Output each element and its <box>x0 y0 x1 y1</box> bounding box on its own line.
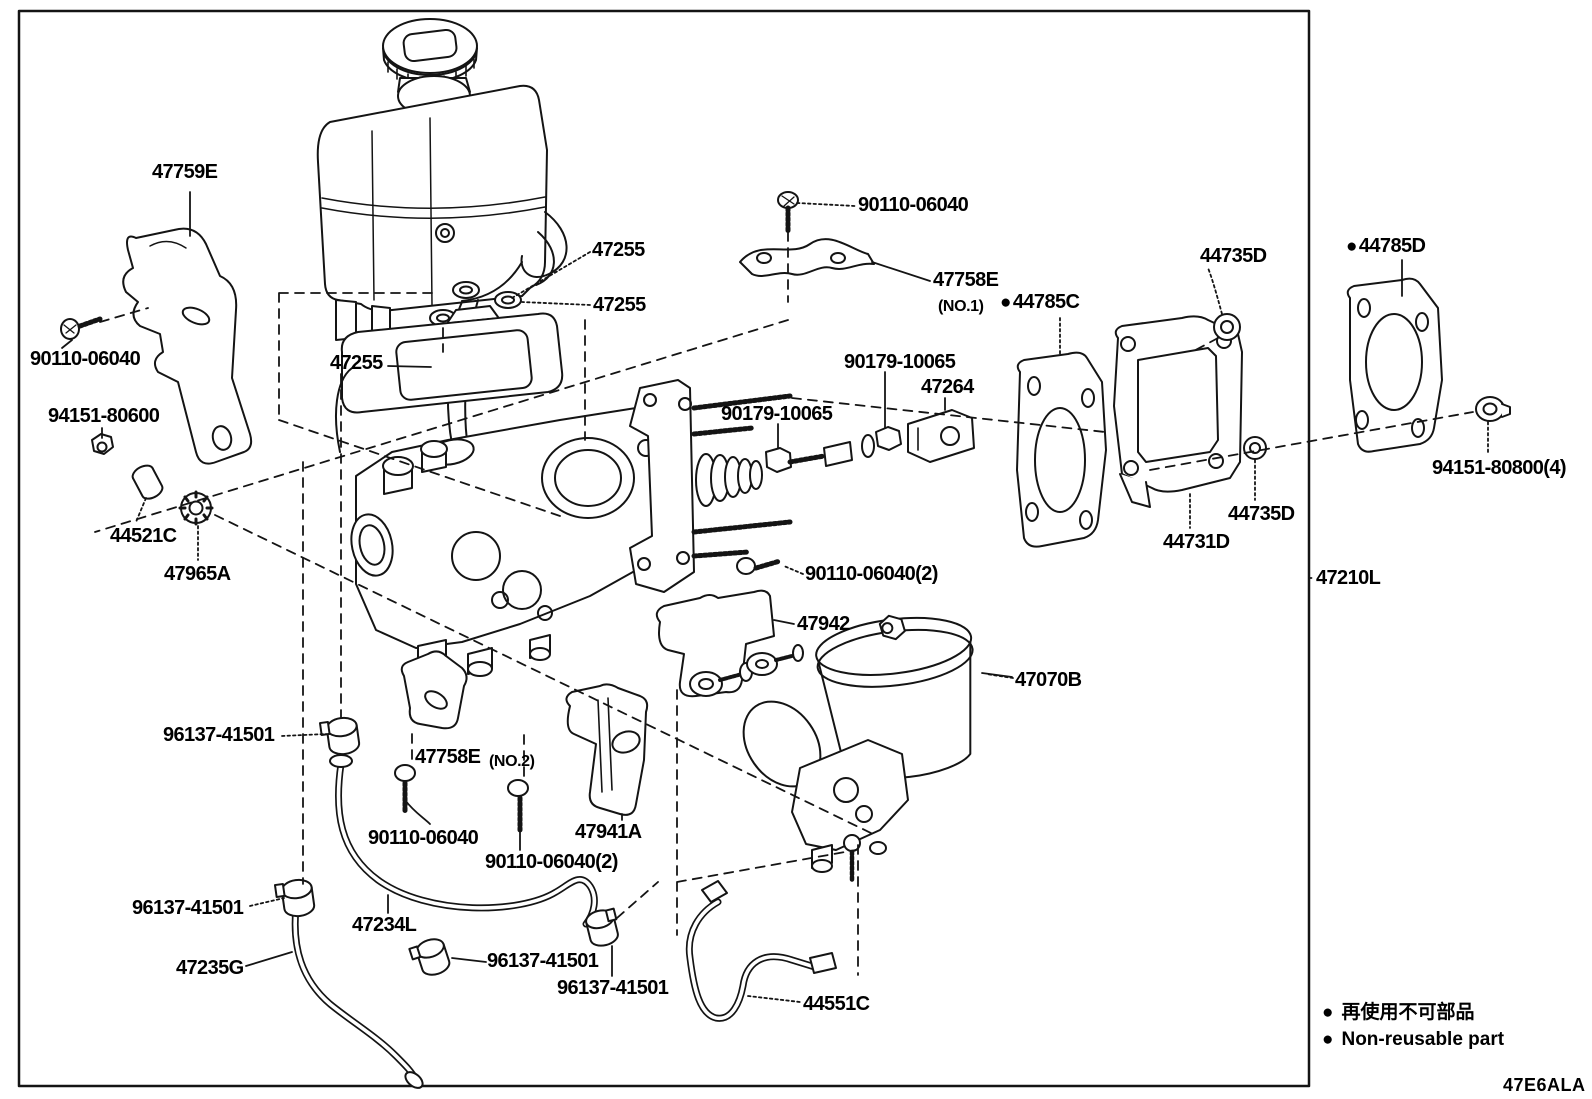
part-label-47234l[interactable]: 47234L <box>352 914 417 936</box>
part-label-90110-06040-top[interactable]: 90110-06040 <box>858 194 969 216</box>
part-label-47758e-no1[interactable]: 47758E <box>933 269 999 291</box>
part-label-47070b[interactable]: 47070B <box>1015 669 1082 691</box>
part-label-47264[interactable]: 47264 <box>921 376 974 398</box>
part-label-47759e[interactable]: 47759E <box>152 161 218 183</box>
part-label-94151-80600[interactable]: 94151-80600 <box>48 405 160 427</box>
part-label-47210l[interactable]: 47210L <box>1316 567 1381 589</box>
part-label-44731d[interactable]: 44731D <box>1163 531 1230 553</box>
part-label-47255-3[interactable]: 47255 <box>330 352 383 374</box>
part-label-44785c[interactable]: ●44785C <box>1000 291 1080 313</box>
legend-non-reusable-jp: ●再使用不可部品 <box>1322 1002 1475 1023</box>
part-label-94151-80800[interactable]: 94151-80800(4) <box>1432 457 1567 479</box>
part-label-90110-06040-2-b[interactable]: 90110-06040(2) <box>485 851 618 873</box>
solid-leader-lines <box>61 191 1403 977</box>
part-label-47255-2[interactable]: 47255 <box>593 294 646 316</box>
part-label-90110-06040-left[interactable]: 90110-06040 <box>30 348 141 370</box>
part-label-90110-06040-2-a[interactable]: 90110-06040(2) <box>805 563 938 585</box>
part-label-44735d-2[interactable]: 44735D <box>1228 503 1295 525</box>
part-label-96137-41501-3[interactable]: 96137-41501 <box>487 950 599 972</box>
part-note-no1: (NO.1) <box>938 298 984 315</box>
non-reusable-dot: ● <box>1322 1002 1334 1023</box>
part-label-47965a[interactable]: 47965A <box>164 563 231 585</box>
part-label-96137-41501-2[interactable]: 96137-41501 <box>132 897 244 919</box>
non-reusable-dot: ● <box>1000 292 1011 313</box>
part-label-96137-41501-1[interactable]: 96137-41501 <box>163 724 275 746</box>
part-label-44735d-1[interactable]: 44735D <box>1200 245 1267 267</box>
part-label-90179-10065-2[interactable]: 90179-10065 <box>721 403 833 425</box>
part-label-90110-06040-3[interactable]: 90110-06040 <box>368 827 479 849</box>
assembly-dashed-lines <box>94 231 1474 976</box>
part-label-44521c[interactable]: 44521C <box>110 525 177 547</box>
non-reusable-dot: ● <box>1322 1029 1334 1050</box>
part-label-47235g[interactable]: 47235G <box>176 957 244 979</box>
part-label-47942[interactable]: 47942 <box>797 613 850 635</box>
part-label-96137-41501-4[interactable]: 96137-41501 <box>557 977 669 999</box>
part-label-90179-10065-1[interactable]: 90179-10065 <box>844 351 956 373</box>
non-reusable-dot: ● <box>1346 236 1357 257</box>
part-label-47758e-no2[interactable]: 47758E <box>415 746 481 768</box>
part-label-47255-1[interactable]: 47255 <box>592 239 645 261</box>
part-label-44551c[interactable]: 44551C <box>803 993 870 1015</box>
part-label-47941a[interactable]: 47941A <box>575 821 642 843</box>
part-label-44785d[interactable]: ●44785D <box>1346 235 1426 257</box>
legend-non-reusable-en: ●Non-reusable part <box>1322 1029 1505 1050</box>
diagram-code: 47E6ALA <box>1503 1075 1586 1095</box>
diagram-frame <box>17 9 1311 1088</box>
part-note-no2: (NO.2) <box>489 753 535 770</box>
